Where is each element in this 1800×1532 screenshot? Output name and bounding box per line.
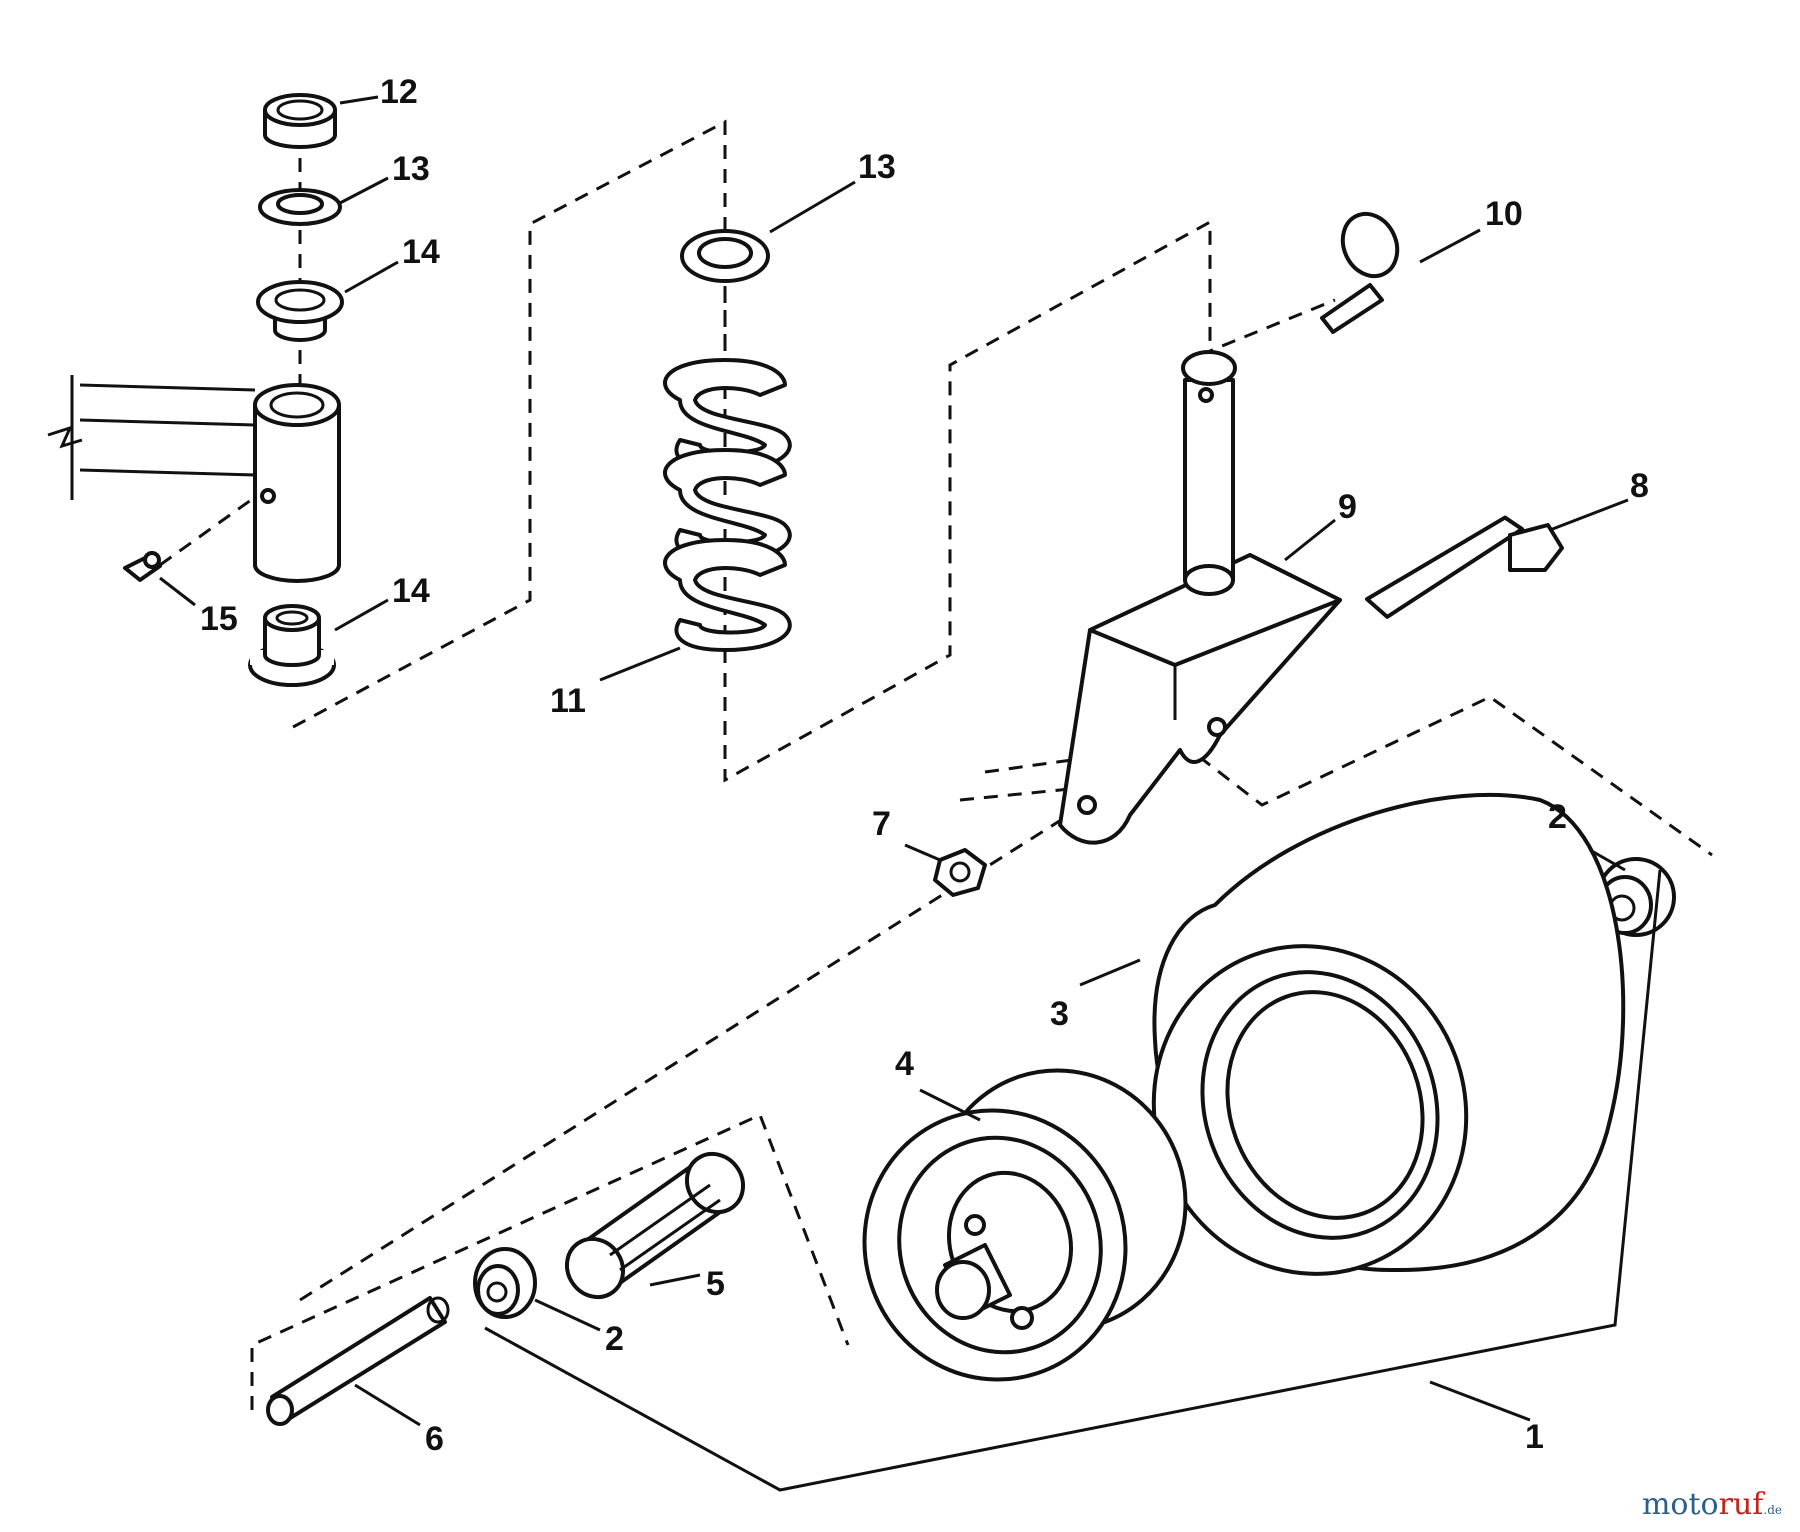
callout-13-center: 13 (858, 148, 896, 186)
callout-14-upper: 14 (402, 233, 440, 271)
assembly-bracket (484, 869, 1662, 1492)
callout-6: 6 (425, 1420, 444, 1458)
callout-10: 10 (1485, 195, 1523, 233)
bearing-lower (248, 604, 336, 687)
watermark-suffix: .de (1763, 1503, 1782, 1517)
rim (862, 1068, 1188, 1382)
tire (1151, 792, 1626, 1276)
callouts: 12 13 14 14 15 13 11 10 9 8 7 2 3 4 5 2 … (200, 73, 1649, 1458)
fork (1058, 350, 1342, 845)
watermark: motoruf.de (1642, 1487, 1782, 1522)
leader-lines (159, 95, 1629, 1427)
roller-bearing (564, 1151, 746, 1300)
lynch-pin (1320, 211, 1400, 334)
washer-center (680, 229, 770, 283)
grease-fitting (123, 551, 162, 582)
callout-14-lower: 14 (392, 572, 430, 610)
cap (263, 93, 337, 149)
callout-12: 12 (380, 73, 418, 111)
callout-5: 5 (706, 1265, 725, 1303)
callout-1: 1 (1525, 1418, 1544, 1456)
nut (933, 848, 987, 897)
bolt (1364, 515, 1564, 619)
callout-11: 11 (550, 682, 586, 720)
callout-13-left: 13 (392, 150, 430, 188)
spacer-left (473, 1247, 537, 1319)
callout-15: 15 (200, 600, 238, 638)
frame-tube (47, 375, 341, 583)
callout-9: 9 (1338, 488, 1357, 526)
watermark-accent: ruf (1718, 1487, 1764, 1522)
callout-7: 7 (872, 805, 891, 843)
callout-4: 4 (895, 1045, 914, 1083)
coil-spring (663, 358, 792, 652)
callout-2-right: 2 (1548, 798, 1567, 836)
axle (266, 1296, 450, 1426)
washer-left (258, 188, 342, 226)
callout-3: 3 (1050, 995, 1069, 1033)
watermark-brand: moto (1641, 1487, 1719, 1522)
callout-2-left: 2 (605, 1320, 624, 1358)
bearing-upper (256, 280, 344, 342)
callout-8: 8 (1630, 467, 1649, 505)
